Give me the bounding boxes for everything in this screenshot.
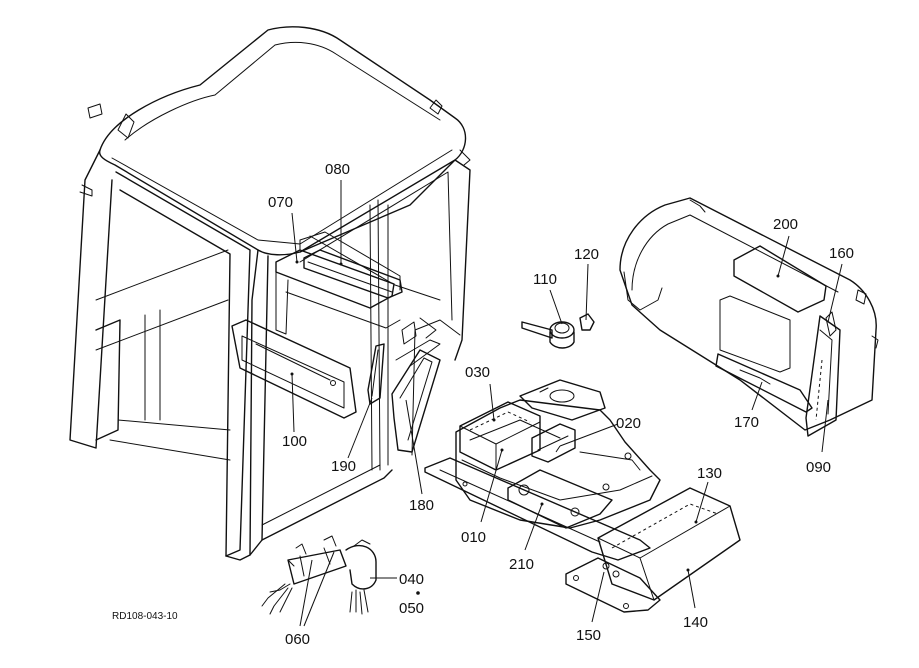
- cover-130-140: [597, 487, 741, 601]
- callout-190: 190: [331, 458, 356, 475]
- callout-170: 170: [734, 414, 759, 431]
- callout-010: 010: [461, 529, 486, 546]
- callout-110: 110: [533, 271, 557, 288]
- grommet-040: [345, 539, 377, 615]
- callout-labels: 080 070 100 190 180 030 020 010 210 110 …: [112, 161, 854, 648]
- callout-020: 020: [616, 415, 641, 432]
- panel-100: [231, 319, 357, 419]
- callout-180: 180: [409, 497, 434, 514]
- callout-080: 080: [325, 161, 350, 178]
- side-panel-090: [805, 315, 841, 437]
- console-cover-200: [619, 197, 879, 431]
- panel-080: [303, 249, 403, 299]
- callout-070: 070: [268, 194, 293, 211]
- callout-160: 160: [829, 245, 854, 262]
- control-box-assembly: [424, 379, 661, 561]
- callout-210: 210: [509, 556, 534, 573]
- callout-030: 030: [465, 364, 490, 381]
- plate-150: [565, 557, 661, 613]
- panel-070: [275, 249, 401, 335]
- callout-100: 100: [282, 433, 307, 450]
- cab-frame: [69, 26, 471, 561]
- callout-120: 120: [574, 246, 599, 263]
- callout-200: 200: [773, 216, 798, 233]
- callout-040: 040: [399, 571, 424, 588]
- rail-180: [391, 317, 441, 453]
- callout-130: 130: [697, 465, 722, 482]
- clip-120: [579, 313, 595, 331]
- callout-060: 060: [285, 631, 310, 648]
- switch-110: [521, 321, 575, 349]
- callout-140: 140: [683, 614, 708, 631]
- wire-harness-060: [261, 535, 347, 615]
- rail-190: [367, 343, 385, 405]
- callout-150: 150: [576, 627, 601, 644]
- callout-090: 090: [806, 459, 831, 476]
- leader-lines: [290, 180, 843, 627]
- reference-code: RD108-043-10: [112, 611, 178, 622]
- callout-050: 050: [399, 600, 424, 617]
